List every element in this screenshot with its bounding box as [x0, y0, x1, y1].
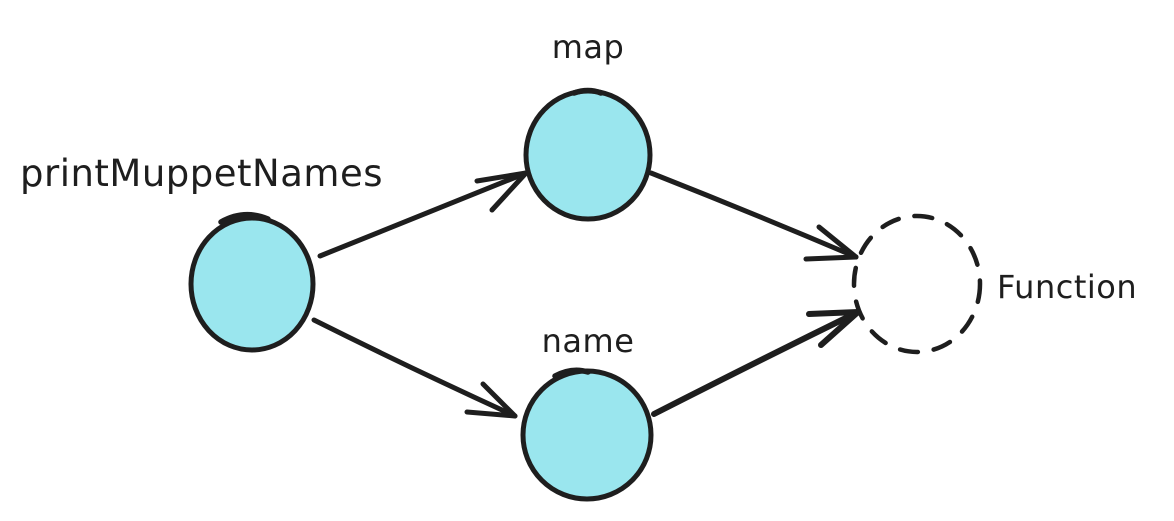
node-function-circle — [851, 213, 983, 355]
edge-map-to-function — [648, 170, 859, 262]
node-label-map: map — [551, 28, 625, 66]
node-map-circle — [523, 87, 653, 222]
node-printmuppetnames-circle — [188, 211, 316, 353]
edge-printmuppetnames-to-name — [311, 317, 518, 419]
node-name-circle — [520, 367, 654, 502]
edge-name-to-function — [651, 309, 861, 417]
node-label-name: name — [541, 322, 635, 360]
node-label-printmuppetnames: printMuppetNames — [20, 152, 383, 195]
node-label-function: Function — [997, 268, 1138, 306]
edge-printmuppetnames-to-map — [317, 170, 529, 259]
